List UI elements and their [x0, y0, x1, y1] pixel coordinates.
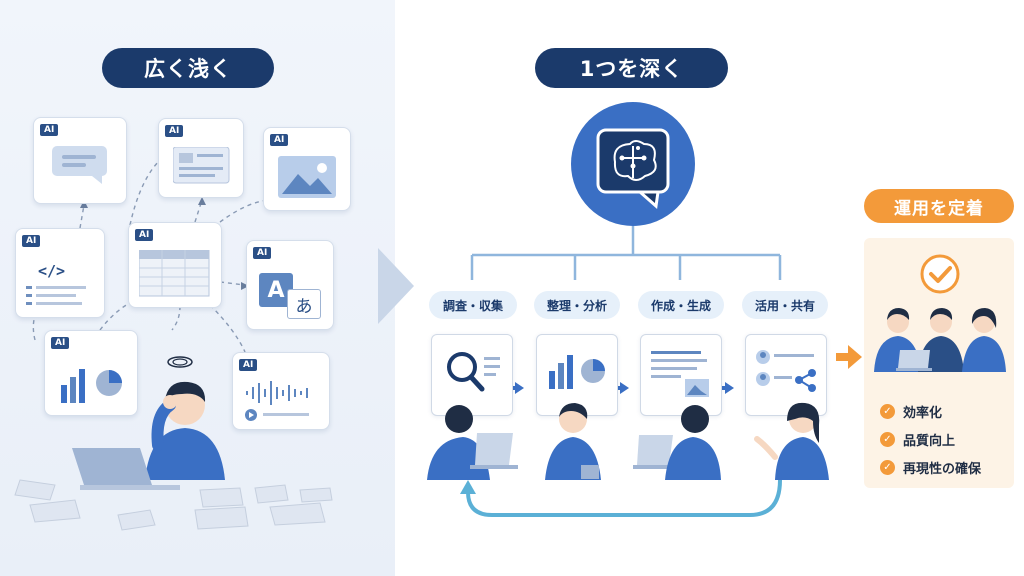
- document-icon: [173, 147, 230, 184]
- working-people-illustration: [427, 402, 829, 480]
- ai-badge: AI: [253, 247, 272, 259]
- left-title: 広く浅く: [144, 57, 232, 81]
- benefit-label: 再現性の確保: [903, 462, 982, 477]
- table-icon: [139, 250, 210, 297]
- step-card-share: [745, 334, 827, 416]
- left-title-pill: 広く浅く: [102, 48, 274, 88]
- bar-pie-chart-icon: [549, 355, 605, 389]
- step-card-research: [431, 334, 513, 416]
- step-card-create: [640, 334, 722, 416]
- ai-badge: AI: [270, 134, 289, 146]
- section-chevron-icon: [378, 248, 414, 324]
- ai-card-table: AI: [128, 222, 222, 308]
- ai-badge: AI: [165, 125, 184, 137]
- step-label-create: 作成・生成: [638, 291, 724, 319]
- ai-badge: AI: [135, 229, 154, 241]
- ai-badge: AI: [239, 359, 258, 371]
- document-image-icon: [651, 351, 709, 397]
- code-lines: [26, 286, 86, 305]
- chat-bubble-icon: [52, 146, 107, 184]
- step-label-text: 調査・収集: [442, 298, 503, 313]
- benefit-efficiency: ✓ 効率化: [880, 402, 942, 421]
- step-label-share: 活用・共有: [742, 291, 828, 319]
- benefit-label: 品質向上: [903, 434, 956, 449]
- check-circle-icon: ✓: [880, 404, 895, 419]
- left-connections: [14, 159, 333, 531]
- center-title-pill: 1つを深く: [535, 48, 728, 88]
- ai-card-translate: AI A あ: [246, 240, 334, 330]
- center-title: 1つを深く: [579, 57, 684, 81]
- code-icon: </>: [38, 262, 66, 280]
- step-label-analysis: 整理・分析: [534, 291, 620, 319]
- magnifier-icon: [447, 352, 500, 392]
- check-circle-icon: ✓: [880, 432, 895, 447]
- team-illustration: [874, 254, 1006, 372]
- right-title-pill: 運用を定着: [864, 189, 1014, 223]
- ai-card-chat: AI: [33, 117, 127, 204]
- ai-badge: AI: [22, 235, 41, 247]
- confused-person-illustration: [72, 356, 225, 490]
- benefit-label: 効率化: [903, 406, 943, 421]
- bar-pie-chart-icon: [61, 369, 122, 403]
- ai-card-document: AI: [158, 118, 244, 198]
- ai-badge: AI: [40, 124, 59, 136]
- center-diagram: [460, 102, 782, 517]
- ai-card-code: AI </>: [15, 228, 105, 318]
- share-users-icon: [756, 350, 816, 392]
- benefit-quality: ✓ 品質向上: [880, 430, 955, 449]
- step-label-text: 整理・分析: [546, 298, 607, 313]
- orange-arrow-icon: [836, 345, 862, 369]
- right-title: 運用を定着: [894, 198, 984, 219]
- step-label-research: 調査・収集: [429, 291, 517, 319]
- step-label-text: 作成・生成: [650, 298, 711, 313]
- ai-card-image: AI: [263, 127, 351, 211]
- step-label-text: 活用・共有: [754, 298, 815, 313]
- ai-badge: AI: [51, 337, 70, 349]
- kana-icon: あ: [287, 289, 321, 319]
- audio-wave-icon: [245, 381, 309, 421]
- check-circle-icon: ✓: [880, 460, 895, 475]
- benefit-reproducibility: ✓ 再現性の確保: [880, 458, 981, 477]
- ai-card-audio: AI: [232, 352, 330, 430]
- ai-card-chart: AI: [44, 330, 138, 416]
- image-icon: [278, 156, 336, 198]
